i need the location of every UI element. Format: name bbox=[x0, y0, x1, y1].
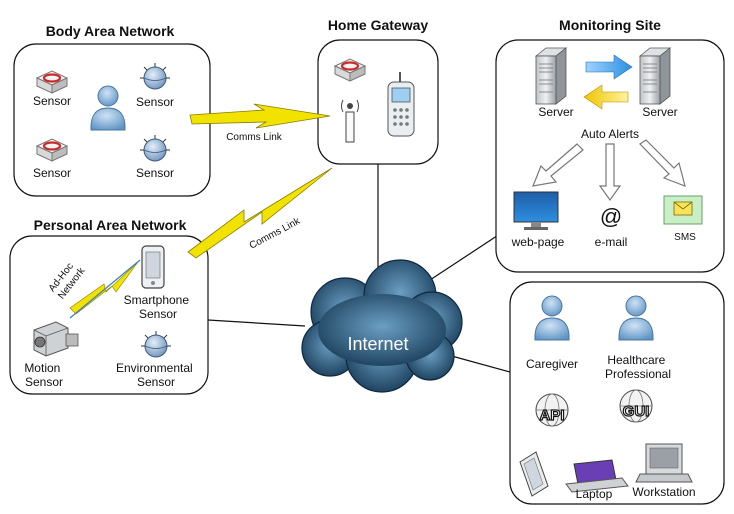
laptop-icon bbox=[565, 459, 629, 493]
antenna-icon bbox=[341, 99, 359, 143]
api-globe-icon bbox=[535, 393, 569, 427]
email-at-icon: @ bbox=[600, 204, 622, 229]
smartphone-icon bbox=[141, 245, 165, 289]
network-links bbox=[207, 164, 513, 373]
smartphone-label-line1: Smartphone bbox=[124, 293, 190, 307]
caregiver-label: Caregiver bbox=[526, 357, 578, 371]
comms-link-bolt-lower bbox=[187, 167, 333, 259]
motion-sensor-label: Motion Sensor bbox=[24, 361, 63, 389]
server-right-label: Server bbox=[642, 105, 677, 119]
monitor-icon bbox=[513, 191, 559, 230]
tablet-icon bbox=[519, 451, 549, 497]
home-gateway-box bbox=[317, 39, 439, 165]
gui-label: GUI bbox=[623, 403, 650, 420]
internet-label: Internet bbox=[347, 334, 408, 354]
ban-sensor-label: Sensor bbox=[33, 94, 71, 108]
ban-sensor-label: Sensor bbox=[136, 166, 174, 180]
email-label: e-mail bbox=[595, 235, 628, 249]
environmental-sensor-label: Environmental Sensor bbox=[116, 361, 196, 389]
clients-internet-link bbox=[447, 354, 511, 373]
hp-label-line2: Professional bbox=[605, 367, 671, 381]
sync-arrow-left-icon bbox=[583, 84, 629, 110]
gateway-title: Home Gateway bbox=[328, 17, 429, 33]
workstation-label: Workstation bbox=[632, 485, 695, 499]
mobile-phone-icon bbox=[387, 72, 415, 137]
laptop-label: Laptop bbox=[576, 487, 613, 501]
alert-arrow-webpage bbox=[532, 143, 584, 187]
pan-internet-link bbox=[207, 319, 306, 327]
server-icon bbox=[639, 47, 671, 105]
adhoc-network-line bbox=[69, 259, 141, 319]
server-left-label: Server bbox=[538, 105, 573, 119]
gui-globe-icon bbox=[619, 389, 653, 423]
hp-label-line1: Healthcare bbox=[607, 353, 665, 367]
internet-cloud-icon bbox=[301, 259, 463, 393]
healthcare-professional-label: Healthcare Professional bbox=[605, 353, 671, 381]
webpage-label: web-page bbox=[511, 235, 565, 249]
sms-envelope-icon bbox=[663, 195, 703, 225]
alert-arrow-email bbox=[598, 143, 622, 202]
api-label: API bbox=[539, 407, 564, 424]
server-icon bbox=[535, 47, 567, 105]
alert-arrow-sms bbox=[639, 139, 686, 187]
ban-title: Body Area Network bbox=[46, 23, 175, 39]
smartphone-label-line2: Sensor bbox=[139, 307, 177, 321]
motion-label-line1: Motion bbox=[24, 361, 60, 375]
env-label-line1: Environmental bbox=[116, 361, 193, 375]
monitoring-title: Monitoring Site bbox=[559, 17, 661, 33]
ban-sensor-label: Sensor bbox=[136, 95, 174, 109]
sms-label: SMS bbox=[674, 232, 696, 243]
auto-alerts-label: Auto Alerts bbox=[581, 127, 639, 141]
motion-label-line2: Sensor bbox=[25, 375, 63, 389]
env-label-line2: Sensor bbox=[137, 375, 175, 389]
comms-link-label-upper: Comms Link bbox=[226, 132, 283, 143]
smartphone-sensor-label: Smartphone Sensor bbox=[124, 293, 193, 321]
workstation-icon bbox=[635, 443, 693, 483]
sync-arrow-right-icon bbox=[585, 54, 633, 80]
alert-arrows bbox=[532, 139, 686, 202]
camera-icon bbox=[33, 321, 79, 357]
pan-title: Personal Area Network bbox=[34, 217, 187, 233]
adhoc-network-bolt bbox=[69, 261, 139, 315]
comms-link-bolt-upper bbox=[189, 103, 331, 129]
comms-link-label-lower: Comms Link bbox=[248, 215, 303, 251]
ban-sensor-label: Sensor bbox=[33, 166, 71, 180]
